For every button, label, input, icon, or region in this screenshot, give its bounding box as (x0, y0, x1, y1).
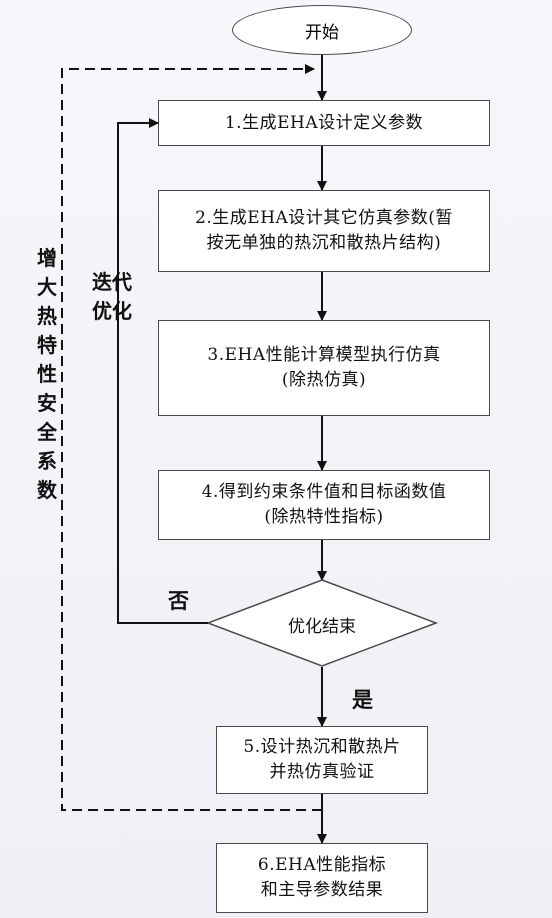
step-6-line-2: 和主导参数结果 (260, 880, 384, 900)
step-4-line-2: (除热特性指标) (264, 507, 384, 527)
loop-inner-label: 迭代优化 (92, 270, 132, 323)
decision-label: 优化结束 (288, 617, 356, 637)
branch-no-label: 否 (168, 588, 189, 613)
loop-increase-safety-factor (61, 64, 322, 811)
step-1-box: 1.生成EHA设计定义参数 (158, 100, 490, 146)
step-5-line-1: 5.设计热沉和散热片 (243, 737, 401, 757)
step-3-line-2: (除热仿真) (281, 370, 367, 390)
start-label: 开始 (305, 22, 339, 43)
step-4-box: 4.得到约束条件值和目标函数值 (除热特性指标) (158, 470, 490, 540)
step-5-line-2: 并热仿真验证 (269, 762, 375, 782)
decision-diamond (205, 579, 439, 667)
step-3-line-1: 3.EHA性能计算模型执行仿真 (207, 345, 441, 365)
step-2-box: 2.生成EHA设计其它仿真参数(暂 按无单独的热沉和散热片结构) (158, 190, 490, 272)
step-1-line-1: 1.生成EHA设计定义参数 (224, 112, 424, 133)
step-6-box: 6.EHA性能指标 和主导参数结果 (216, 843, 428, 913)
loop-iterative-optimization (117, 118, 208, 624)
step-6-line-1: 6.EHA性能指标 (257, 855, 387, 875)
step-3-box: 3.EHA性能计算模型执行仿真 (除热仿真) (158, 320, 490, 416)
start-node: 开始 (232, 5, 412, 55)
branch-yes-label: 是 (352, 687, 373, 712)
step-4-line-1: 4.得到约束条件值和目标函数值 (201, 482, 447, 502)
step-2-line-1: 2.生成EHA设计其它仿真参数(暂 (195, 208, 453, 228)
step-5-box: 5.设计热沉和散热片 并热仿真验证 (216, 726, 428, 794)
step-2-line-2: 按无单独的热沉和散热片结构) (206, 233, 442, 253)
loop-outer-label: 增大热特性安全系数 (37, 246, 57, 502)
